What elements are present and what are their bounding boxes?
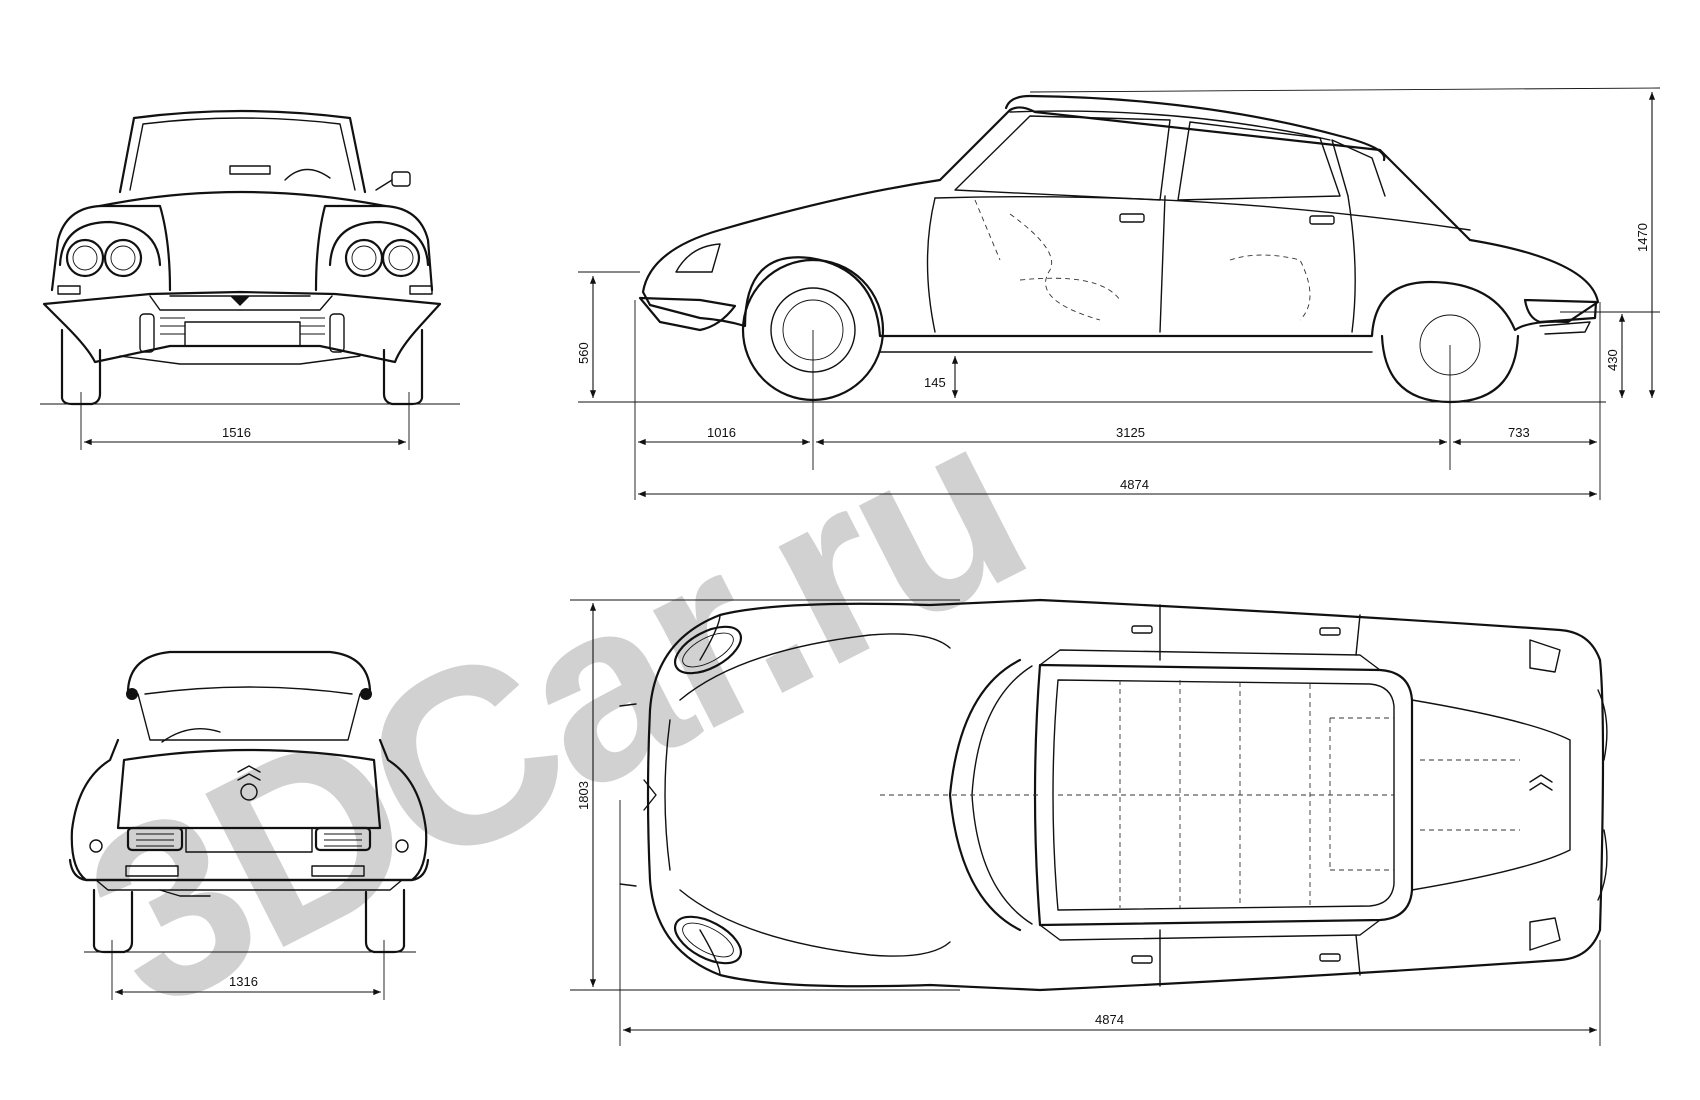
front-track-label: 1516 [222, 425, 251, 440]
overall-height-label: 1470 [1635, 223, 1650, 252]
front-bumper-height-label: 560 [576, 342, 591, 364]
front-view [40, 109, 460, 406]
watermark: 3DCar.ru [47, 362, 1059, 1062]
side-dimensions: 560 145 430 1470 1016 3125 733 4874 [576, 92, 1656, 500]
side-view [578, 87, 1661, 404]
top-dimensions: 1803 4874 [570, 599, 1601, 1046]
rear-overhang-label: 733 [1508, 425, 1530, 440]
front-track-dimension: 1516 [80, 392, 410, 450]
ground-clearance-label: 145 [924, 375, 946, 390]
wheelbase-label: 3125 [1116, 425, 1145, 440]
rear-bumper-height-label: 430 [1605, 349, 1620, 371]
rear-track-label: 1316 [229, 974, 258, 989]
overall-width-label: 1803 [576, 781, 591, 810]
overall-length-top-label: 4874 [1095, 1012, 1124, 1027]
rear-track-dimension: 1316 [111, 940, 385, 1000]
watermark-text: 3DCar.ru [47, 362, 1059, 1062]
overall-length-side-label: 4874 [1120, 477, 1149, 492]
top-view [619, 598, 1608, 992]
front-overhang-label: 1016 [707, 425, 736, 440]
